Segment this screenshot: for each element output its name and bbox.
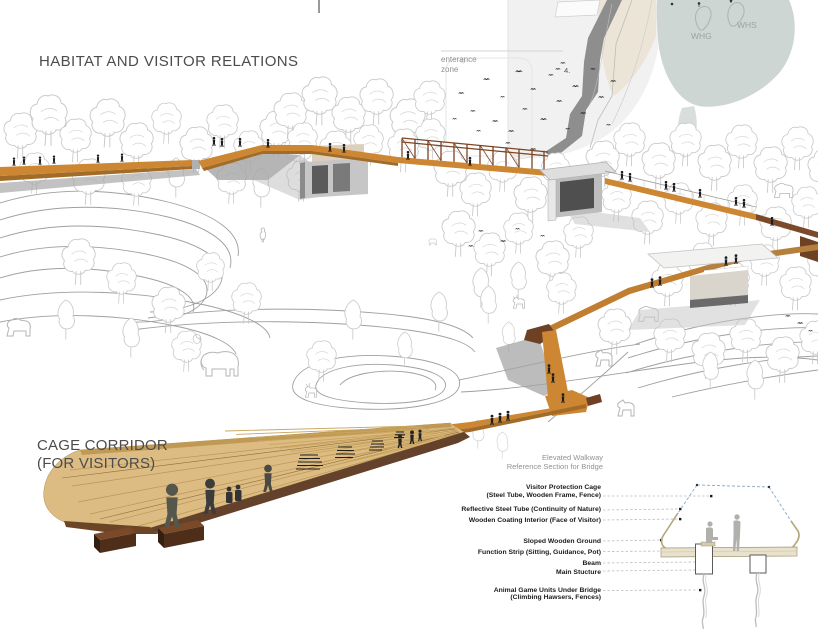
climbing-hawsers <box>701 572 761 630</box>
goat-outline <box>512 294 525 309</box>
entrance-zone-label: enterance zone <box>441 55 477 74</box>
cage-corridor-label-line2: (FOR VISITORS) <box>37 455 156 472</box>
label-visitor-protection-cage: Visitor Protection Cage (Steel Tube, Woo… <box>486 484 601 499</box>
cage-corridor-label: CAGE CORRIDOR (FOR VISITORS) <box>37 437 168 473</box>
corridor-figures <box>164 429 422 527</box>
zone-label-whs: WHS <box>737 20 757 30</box>
zone-label-whg: WHG <box>691 31 712 41</box>
cage-outline <box>660 483 800 551</box>
canopy-pavilion <box>647 243 779 308</box>
label-beam: Beam <box>582 559 601 567</box>
elephant-outline <box>200 351 239 377</box>
marker-4: 4. <box>564 66 570 75</box>
plan-building-footprint <box>554 0 601 18</box>
goose-outline <box>259 227 266 243</box>
label-reflective-steel-tube: Reflective Steel Tube (Continuity of Nat… <box>461 506 601 513</box>
deer-outline <box>304 383 317 398</box>
pergola-frames <box>401 137 549 170</box>
bridge-railing-posts <box>607 171 753 214</box>
section-beam <box>749 554 767 574</box>
cage-corridor-label-line1: CAGE CORRIDOR <box>37 437 168 454</box>
support-beams <box>94 520 204 553</box>
sheep-outline <box>428 238 437 246</box>
cage-corridor <box>43 422 470 553</box>
monkey-outline <box>192 334 202 344</box>
bear-outline <box>6 318 31 337</box>
section-heading: Elevated Walkway Reference Section for B… <box>507 453 603 471</box>
label-main-structure: Main Stucture <box>556 568 601 576</box>
plan-fragment: WHG WHS 4. <box>318 0 795 161</box>
road <box>545 0 622 158</box>
bear-outline <box>773 183 794 198</box>
animal-outlines <box>6 183 794 417</box>
label-wooden-coating-interior: Wooden Coating Interior (Face of Visitor… <box>468 516 601 524</box>
label-function-strip: Function Strip (Sitting, Guidance, Pot) <box>477 548 601 556</box>
label-animal-game-units: Animal Game Units Under Bridge (Climbing… <box>493 586 601 602</box>
section-figures <box>700 514 741 551</box>
label-sloped-wooden-ground: Sloped Wooden Ground <box>523 538 601 545</box>
section-beam <box>695 543 713 575</box>
walkway-pavilion <box>539 161 617 222</box>
bridge-section-diagram <box>602 483 800 630</box>
page-title: HABITAT AND VISITOR RELATIONS <box>39 53 299 70</box>
tree-outlines <box>3 76 818 459</box>
section-heading-line2: Reference Section for Bridge <box>506 462 603 471</box>
horse-outline <box>617 399 635 417</box>
section-leader-lines <box>602 495 710 591</box>
section-heading-line1: Elevated Walkway <box>542 453 603 462</box>
horse-outline <box>595 349 613 367</box>
